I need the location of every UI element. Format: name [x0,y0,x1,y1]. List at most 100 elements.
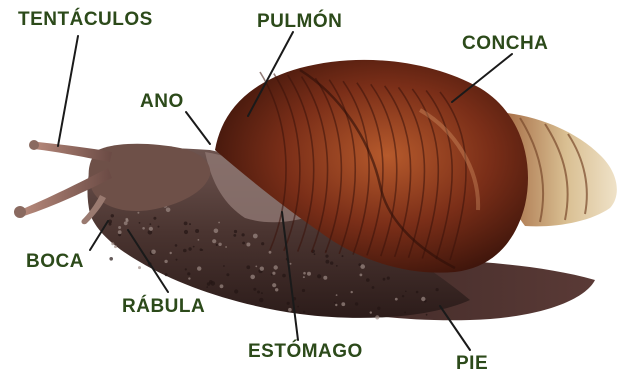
body-speckle [272,272,275,275]
body-speckle [307,272,311,276]
body-speckle [242,242,245,245]
body-speckle [288,308,292,312]
body-speckle [118,226,121,229]
body-speckle [125,218,128,221]
body-speckle [176,259,178,261]
upper-tentacle-top [32,142,112,162]
body-speckle [233,234,236,237]
body-speckle [183,249,187,253]
eye-tip-bottom [14,206,26,218]
body-speckle [142,227,145,230]
body-speckle [137,212,139,214]
label-boca: BOCA [26,252,84,271]
body-speckle [261,242,264,245]
body-speckle [275,288,278,291]
body-speckle [314,253,316,255]
body-speckle [274,265,278,269]
body-speckle [193,246,195,248]
body-speckle [234,230,237,233]
body-speckle [175,244,178,247]
body-speckle [375,315,379,319]
label-tentaculos: TENTÁCULOS [18,10,153,29]
body-speckle [206,286,208,288]
body-speckle [184,222,188,226]
body-speckle [323,276,327,280]
body-speckle [138,266,141,269]
body-speckle [426,314,428,316]
body-speckle [198,239,200,241]
body-speckle [269,251,272,254]
body-speckle [297,306,299,308]
label-rabula: RÁBULA [122,297,205,316]
leader-tentaculos [58,36,78,146]
body-speckle [109,257,113,261]
body-speckle [118,230,122,234]
body-speckle [302,289,305,292]
body-speckle [383,278,386,281]
body-speckle [158,226,160,228]
body-speckle [223,265,225,267]
body-speckle [260,267,264,271]
body-speckle [402,295,404,297]
eye-tip-top [29,140,39,150]
body-speckle [342,255,344,257]
body-speckle [253,234,258,239]
body-speckle [164,260,167,263]
body-speckle [257,291,260,294]
body-speckle [436,288,439,291]
body-speckle [139,222,141,224]
body-speckle [336,265,338,267]
body-speckle [170,252,172,254]
body-speckle [218,222,220,224]
body-speckle [370,311,372,313]
body-speckle [111,214,114,217]
body-speckle [195,229,199,233]
label-pie: PIE [456,354,488,373]
body-speckle [226,273,229,276]
body-speckle [250,275,255,280]
body-speckle [259,298,263,302]
body-speckle [360,264,365,269]
body-speckle [149,227,153,231]
body-speckle [220,284,224,288]
body-speckle [246,265,250,269]
body-speckle [225,246,227,248]
body-speckle [355,302,358,305]
body-speckle [261,292,263,294]
body-speckle [330,261,333,264]
body-speckle [188,247,191,250]
body-speckle [326,260,330,264]
body-speckle [404,312,406,314]
body-speckle [234,289,238,293]
body-speckle [189,223,191,225]
label-pulmon: PULMÓN [257,12,342,31]
label-concha: CONCHA [462,34,548,53]
label-estomago: ESTÓMAGO [248,342,363,361]
body-speckle [377,307,380,310]
body-speckle [395,298,398,301]
body-speckle [185,268,187,270]
body-speckle [165,273,168,276]
body-speckle [184,230,188,234]
body-speckle [218,243,221,246]
body-speckle [153,217,156,220]
body-speckle [212,239,216,243]
body-speckle [341,302,345,306]
body-speckle [303,311,305,313]
body-speckle [387,277,390,280]
body-speckle [253,288,256,291]
body-speckle [336,294,338,296]
body-speckle [166,208,171,213]
body-speckle [149,223,151,225]
body-speckle [211,281,216,286]
body-speckle [214,229,219,234]
body-speckle [111,242,114,245]
body-speckle [325,255,328,258]
body-speckle [187,272,190,275]
body-speckle [200,248,203,251]
body-speckle [421,297,425,301]
body-speckle [317,274,321,278]
body-speckle [303,276,305,278]
body-speckle [272,283,276,287]
